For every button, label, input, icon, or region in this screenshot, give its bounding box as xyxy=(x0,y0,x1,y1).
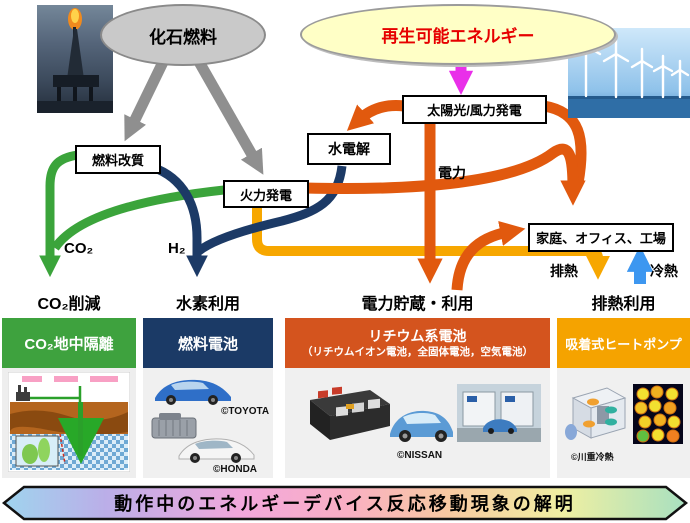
heat-pump-illustration xyxy=(565,387,627,440)
panel-fuel-cell-title: 燃料電池 xyxy=(177,335,238,353)
panel-fuel-cell-header: 燃料電池 xyxy=(143,318,273,368)
credit-toyota: ©TOYOTA xyxy=(221,406,270,417)
panel-co2-sequestration-body xyxy=(2,368,136,478)
panel-lithium-batteries-body: ©NISSAN xyxy=(285,368,550,478)
battery-pack-illustration xyxy=(310,386,390,440)
banner-title: 動作中のエネルギーデバイス反応移動現象の解明 xyxy=(114,494,576,514)
home-office-factory-label: 家庭、オフィス、工場 xyxy=(536,231,666,246)
arrow-solar-to-electrolysis xyxy=(346,100,405,131)
node-fuel-reforming: 燃料改質 xyxy=(75,145,161,174)
solar-wind-power-label: 太陽光/風力発電 xyxy=(427,103,522,118)
water-electrolysis-label: 水電解 xyxy=(328,141,370,157)
panel-lithium-batteries-subtitle: （リチウムイオン電池，全固体電池，空気電池） xyxy=(302,345,533,358)
oil-rig-illustration xyxy=(37,8,113,113)
arrow-storage-to-home xyxy=(451,221,526,291)
panel-adsorption-heat-pump-title: 吸着式ヒートポンプ xyxy=(565,336,682,352)
panel-co2-sequestration-title: CO₂地中隔離 xyxy=(24,335,114,353)
arrow-thermal-to-home xyxy=(304,143,586,206)
arrow-thermal-co2 xyxy=(51,185,225,251)
panel-lithium-batteries-title: リチウム系電池 xyxy=(368,327,467,344)
banner-shape xyxy=(1,485,689,521)
arrow-solar-to-home xyxy=(542,100,587,184)
arrow-fossil-to-reforming xyxy=(124,55,170,142)
panel-adsorption-heat-pump: 吸着式ヒートポンプ xyxy=(557,318,690,478)
flow-label-cold-heat: 冷熱 xyxy=(650,263,678,279)
nissan-ev-illustration xyxy=(390,410,453,442)
arrow-co2-reduction xyxy=(39,150,79,278)
oil-rig-photo xyxy=(37,5,113,113)
toyota-fcv-illustration xyxy=(155,379,231,405)
fuel-cell-stack-illustration xyxy=(151,413,197,439)
fossil-fuel-label: 化石燃料 xyxy=(149,27,217,47)
credit-honda: ©HONDA xyxy=(213,464,258,475)
panel-adsorption-heat-pump-header: 吸着式ヒートポンプ xyxy=(557,318,690,368)
flow-label-electricity: 電力 xyxy=(438,165,466,181)
category-power-storage-use: 電力貯蔵・利用 xyxy=(361,296,474,313)
panel-fuel-cell-body: ©TOYOTA ©HONDA xyxy=(143,368,273,478)
panel-lithium-batteries-header: リチウム系電池 （リチウムイオン電池，全固体電池，空気電池） xyxy=(285,318,550,368)
fuel-reforming-label: 燃料改質 xyxy=(91,153,144,168)
wind-turbines-illustration xyxy=(568,28,690,118)
renewable-energy-ellipse: 再生可能エネルギー xyxy=(300,4,616,65)
honda-fcv-illustration xyxy=(178,438,255,463)
node-thermal-power: 火力発電 xyxy=(223,180,309,208)
node-solar-wind-power: 太陽光/風力発電 xyxy=(402,95,547,124)
renewable-energy-label: 再生可能エネルギー xyxy=(381,27,535,46)
panel-fuel-cell: 燃料電池 ©TOYOTA ©HONDA xyxy=(143,318,273,478)
battery-container-photo xyxy=(457,384,541,442)
node-home-office-factory: 家庭、オフィス、工場 xyxy=(528,223,674,252)
panel-lithium-batteries: リチウム系電池 （リチウムイオン電池，全固体電池，空気電池） ©N xyxy=(285,318,550,478)
panel-adsorption-heat-pump-body: ©川重冷熱 xyxy=(557,368,690,478)
fossil-fuel-ellipse: 化石燃料 xyxy=(100,4,266,66)
arrow-fossil-to-thermal xyxy=(193,57,264,175)
category-exhaust-heat-use: 排熱利用 xyxy=(591,296,656,313)
flow-label-exhaust-heat: 排熱 xyxy=(550,263,578,279)
geological-storage-illustration xyxy=(8,372,130,472)
flow-label-co2: CO₂ xyxy=(64,240,94,257)
panel-co2-sequestration: CO₂地中隔離 xyxy=(2,318,136,478)
panel-co2-sequestration-header: CO₂地中隔離 xyxy=(2,318,136,368)
category-hydrogen-use: 水素利用 xyxy=(175,296,240,313)
node-water-electrolysis: 水電解 xyxy=(307,133,391,165)
credit-kawaju: ©川重冷熱 xyxy=(571,452,614,462)
thermal-image xyxy=(633,384,683,444)
thermal-power-label: 火力発電 xyxy=(239,187,292,203)
flow-label-h2: H₂ xyxy=(168,240,186,257)
category-co2-reduction: CO₂削減 xyxy=(37,296,101,313)
credit-nissan: ©NISSAN xyxy=(397,450,443,461)
arrow-hydrogen-use xyxy=(150,162,208,278)
